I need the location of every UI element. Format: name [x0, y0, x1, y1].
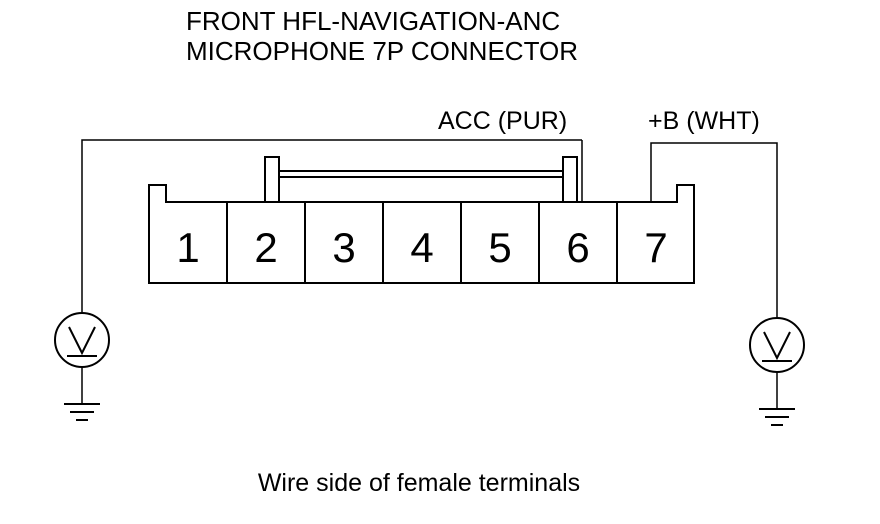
pin-number-6: 6: [566, 224, 589, 271]
acc-wire-label: ACC (PUR): [438, 107, 567, 135]
diagram-title-line1: FRONT HFL-NAVIGATION-ANC: [186, 6, 560, 36]
pin-number-4: 4: [410, 224, 433, 271]
connector-body: [148, 156, 695, 284]
pin-number-3: 3: [332, 224, 355, 271]
voltmeter-icon: [54, 312, 110, 404]
pin-number-7: 7: [644, 224, 667, 271]
pin-number-1: 1: [176, 224, 199, 271]
ground-icon: [759, 408, 795, 426]
ground-icon: [64, 403, 100, 421]
diagram-caption: Wire side of female terminals: [258, 469, 580, 497]
voltmeter-icon: [749, 317, 805, 409]
right-probe-wire: [650, 142, 778, 317]
pin-number-2: 2: [254, 224, 277, 271]
connector-pins: 1 2 3 4 5 6 7: [176, 224, 667, 271]
b-wire-label: +B (WHT): [648, 107, 760, 135]
left-probe-wire: [81, 139, 583, 312]
pin-number-5: 5: [488, 224, 511, 271]
diagram-title-line2: MICROPHONE 7P CONNECTOR: [186, 36, 578, 66]
